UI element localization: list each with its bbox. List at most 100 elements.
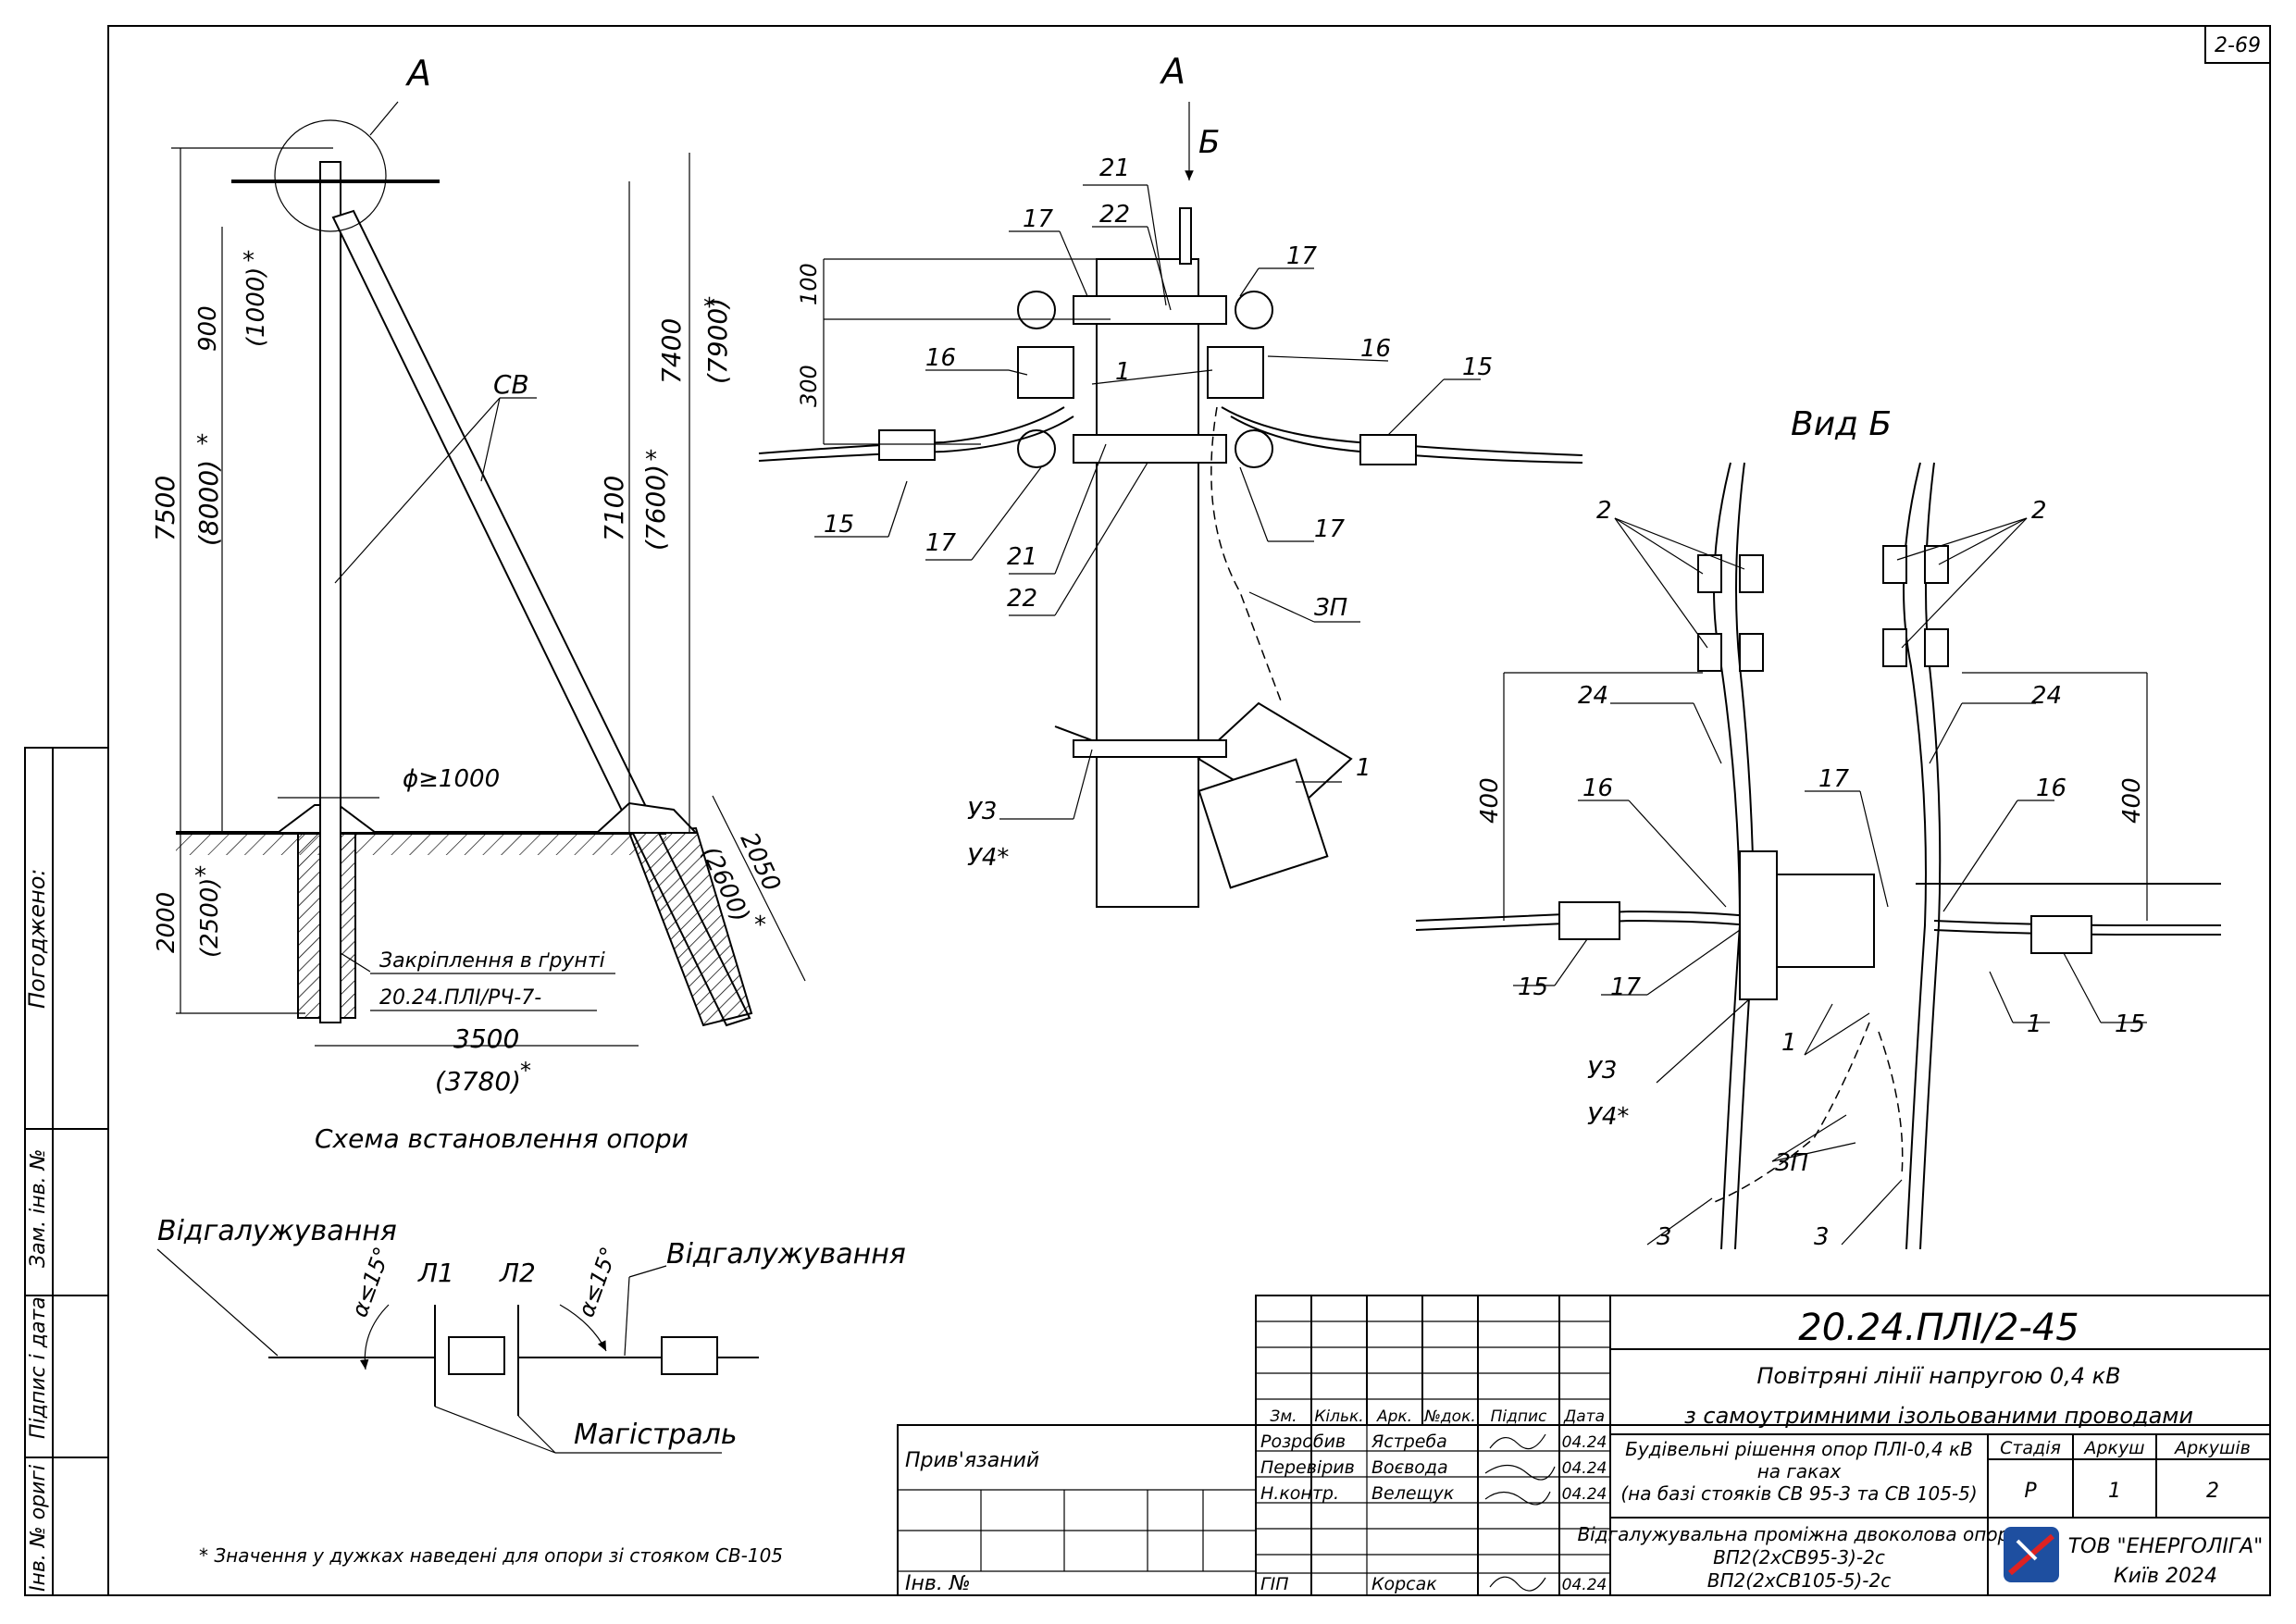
line-l1-label: Л1 <box>417 1258 454 1288</box>
dim-7500: 7500 <box>150 476 180 541</box>
dim-2500: (2500) <box>196 878 224 958</box>
company-city: Київ 2024 <box>2114 1565 2217 1588</box>
view-a-label-22-bottom: 22 <box>1007 585 1037 613</box>
side-stamp: Погоджено: Зам. інв. № Підпис і дата Інв… <box>24 747 109 1596</box>
dim-7600-star: * <box>645 446 657 474</box>
inv-label: Інв. № <box>905 1572 971 1595</box>
header-ndok: №док. <box>1423 1407 1476 1426</box>
view-a-arrow-label: Б <box>1198 124 1220 161</box>
side-replaced-inv: Зам. інв. № <box>27 1149 50 1269</box>
view-a-dim-100: 100 <box>796 263 822 305</box>
header-kilk: Кільк. <box>1314 1407 1363 1426</box>
view-a-label-15-right: 15 <box>1462 353 1493 381</box>
branch-scheme: Відгалужування Відгалужування Л1 Л2 α≤15… <box>156 1215 906 1454</box>
header-zm: Зм. <box>1270 1407 1297 1426</box>
header-pidpys: Підпис <box>1491 1407 1547 1426</box>
drawing-line3: ВП2(2хСВ105-5)-2с <box>1707 1569 1891 1592</box>
view-b-label-2-left: 2 <box>1596 497 1612 525</box>
dim-3780-star: * <box>520 1058 531 1084</box>
angle-left-label: α≤15° <box>346 1244 395 1320</box>
view-a-label-u4: У4* <box>967 844 1009 872</box>
view-b-label-3-right: 3 <box>1814 1223 1830 1251</box>
date-3: 04.24 <box>1562 1576 1607 1594</box>
role-3: ГІП <box>1260 1574 1288 1594</box>
title-block: 20.24.ПЛІ/2-45 Повітряні лінії напругою … <box>897 1295 2271 1596</box>
view-b-label-u3: У3 <box>1587 1057 1617 1085</box>
view-a-title: А <box>1159 51 1185 92</box>
linked-label: Прив'язаний <box>905 1449 1039 1472</box>
dim-7900-star: * <box>703 293 715 321</box>
signature-3 <box>1489 1576 1546 1592</box>
side-orig-inv: Інв. № оригі <box>27 1465 50 1592</box>
branch-right-label: Відгалужування <box>666 1238 906 1271</box>
name-1: Воєвода <box>1371 1457 1448 1478</box>
main-line-label: Магістраль <box>574 1419 738 1451</box>
dim-900: 900 <box>194 305 222 352</box>
side-sign-date: Підпис і дата <box>27 1296 50 1439</box>
sheet-value: 1 <box>2108 1480 2121 1503</box>
sheet-header: Аркуш <box>2082 1438 2144 1458</box>
drawing-line2: ВП2(2хСВ95-3)-2с <box>1713 1546 1885 1568</box>
role-2: Н.контр. <box>1260 1483 1339 1504</box>
dim-2500-star: * <box>194 862 206 890</box>
dim-2000: 2000 <box>153 892 180 953</box>
dim-2600-star: * <box>754 911 766 939</box>
section-mark-a: А <box>404 53 431 93</box>
role-1: Перевірив <box>1260 1457 1355 1478</box>
sv-label: СВ <box>493 369 529 400</box>
dim-1000: (1000) <box>242 267 270 347</box>
view-b-label-1-left: 1 <box>1781 1029 1797 1057</box>
stage-value: Р <box>2024 1480 2037 1503</box>
header-ark: Арк. <box>1376 1407 1412 1426</box>
view-a-label-zp: ЗП <box>1314 594 1347 622</box>
dim-7100: 7100 <box>599 476 629 541</box>
view-b-title: Вид Б <box>1791 405 1892 443</box>
view-a-label-17-left-bottom: 17 <box>925 529 957 557</box>
view-b-label-15-left: 15 <box>1518 973 1548 1001</box>
company-name: ТОВ "ЕНЕРГОЛІГА" <box>2068 1535 2264 1558</box>
side-agreed: Погоджено: <box>24 869 50 1009</box>
sheets-value: 2 <box>2206 1480 2219 1503</box>
name-3: Корсак <box>1371 1574 1437 1594</box>
view-a-label-22-top: 22 <box>1099 201 1130 229</box>
view-b-label-1-right: 1 <box>2027 1010 2042 1038</box>
stage-header: Стадія <box>2000 1438 2061 1458</box>
view-b-label-17-bottom: 17 <box>1610 973 1642 1001</box>
title-line1: Повітряні лінії напругою 0,4 кВ <box>1756 1363 2120 1389</box>
signature-1 <box>1484 1464 1556 1481</box>
dim-8000: (8000) <box>193 460 224 546</box>
date-1: 04.24 <box>1562 1459 1607 1478</box>
view-a-label-17-right-top: 17 <box>1286 242 1318 270</box>
sheets-header: Аркушів <box>2173 1438 2251 1458</box>
sheet-number: 2-69 <box>2215 34 2261 57</box>
view-b-label-2-right: 2 <box>2031 497 2047 525</box>
view-b-dim-400-left: 400 <box>1476 777 1504 824</box>
section-line3: (на базі стояків СВ 95-3 та СВ 105-5) <box>1620 1482 1977 1505</box>
dim-7900: (7900) <box>702 298 733 384</box>
view-b-label-16-right: 16 <box>2036 775 2066 802</box>
view-a-label-1-bottom: 1 <box>1356 754 1371 782</box>
header-data: Дата <box>1563 1407 1605 1426</box>
dim-8000-star: * <box>196 430 208 458</box>
view-b-label-24-right: 24 <box>2031 682 2062 710</box>
view-b-label-3-left: 3 <box>1657 1223 1672 1251</box>
name-0: Ястреба <box>1371 1432 1447 1452</box>
dim-3780: (3780) <box>435 1066 521 1097</box>
view-a-label-u3: У3 <box>967 798 997 825</box>
view-a-label-21-bottom: 21 <box>1007 543 1037 571</box>
ground-fix-label: Закріплення в ґрунті <box>379 949 605 973</box>
section-line2: на гаках <box>1757 1460 1842 1482</box>
view-b-label-zp: ЗП <box>1775 1149 1808 1177</box>
section-line1: Будівельні рішення опор ПЛІ-0,4 кВ <box>1625 1438 1973 1460</box>
dim-phi: ϕ≥1000 <box>403 765 500 793</box>
view-a-label-16-right: 16 <box>1360 335 1391 363</box>
view-b-label-17-top: 17 <box>1818 765 1850 793</box>
view-a-dim-300: 300 <box>796 365 822 407</box>
view-a: А Б 100 300 <box>758 51 1583 908</box>
view-b-label-16-left: 16 <box>1582 775 1613 802</box>
view-a-label-17-left-top: 17 <box>1023 205 1054 233</box>
dim-3500: 3500 <box>453 1023 519 1054</box>
branch-left-label: Відгалужування <box>157 1215 397 1247</box>
role-0: Розробив <box>1260 1432 1346 1452</box>
